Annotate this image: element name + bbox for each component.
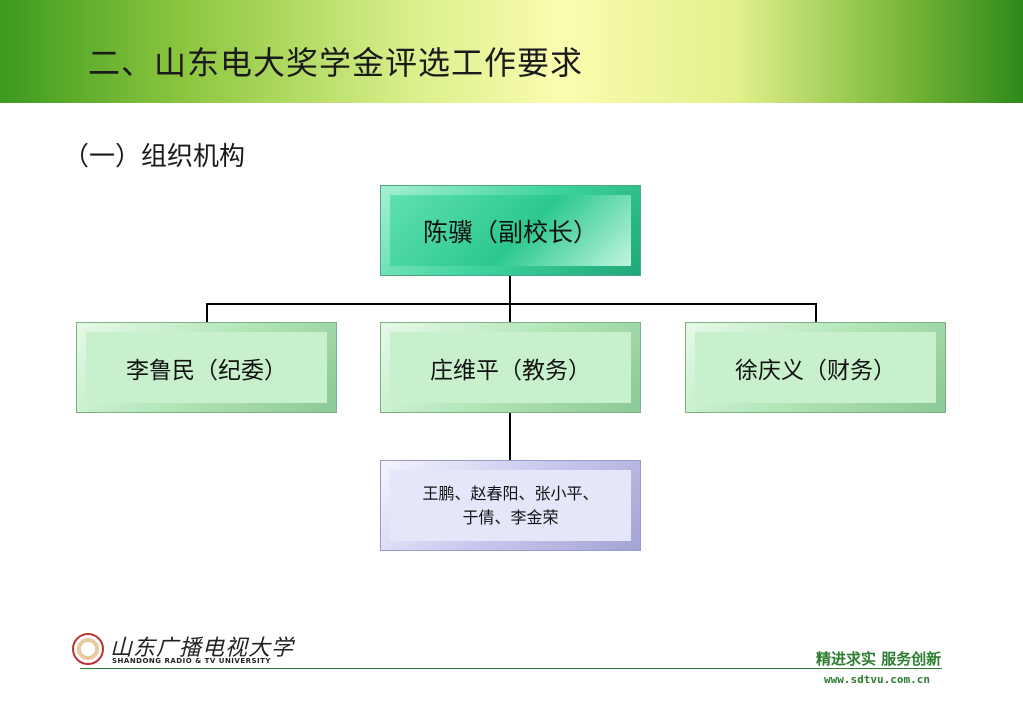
org-node-discipline-label: 李鲁民（纪委） — [126, 357, 287, 384]
logo-english-name: SHANDONG RADIO & TV UNIVERSITY — [112, 657, 271, 665]
section-subtitle: （一）组织机构 — [63, 142, 246, 172]
connector-left-down — [206, 303, 208, 323]
connector-right-down — [815, 303, 817, 323]
university-seal-icon — [72, 633, 104, 665]
connector-root-down — [509, 276, 511, 304]
org-node-finance-label: 徐庆义（财务） — [735, 357, 896, 384]
title-banner: 二、山东电大奖学金评选工作要求 — [0, 0, 1023, 103]
footer-slogan: 精进求实 服务创新 — [816, 650, 942, 668]
org-node-root: 陈骥（副校长） — [380, 185, 641, 276]
org-node-finance: 徐庆义（财务） — [685, 322, 946, 413]
org-node-staff: 王鹏、赵春阳、张小平、 于倩、李金荣 — [380, 460, 641, 551]
org-node-root-label: 陈骥（副校长） — [422, 217, 598, 247]
org-node-staff-line2: 于倩、李金荣 — [462, 507, 559, 527]
org-node-academic-label: 庄维平（教务） — [430, 357, 591, 384]
connector-horizontal — [206, 303, 816, 305]
org-node-academic: 庄维平（教务） — [380, 322, 641, 413]
connector-mid-down — [509, 303, 511, 323]
page-title: 二、山东电大奖学金评选工作要求 — [88, 44, 584, 82]
org-node-discipline: 李鲁民（纪委） — [76, 322, 337, 413]
connector-mid-to-staff — [509, 413, 511, 461]
footer-divider — [80, 668, 942, 669]
org-node-staff-line1: 王鹏、赵春阳、张小平、 — [422, 483, 599, 503]
footer-url: www.sdtvu.com.cn — [824, 673, 930, 686]
logo-chinese-name: 山东广播电视大学 — [110, 636, 295, 661]
